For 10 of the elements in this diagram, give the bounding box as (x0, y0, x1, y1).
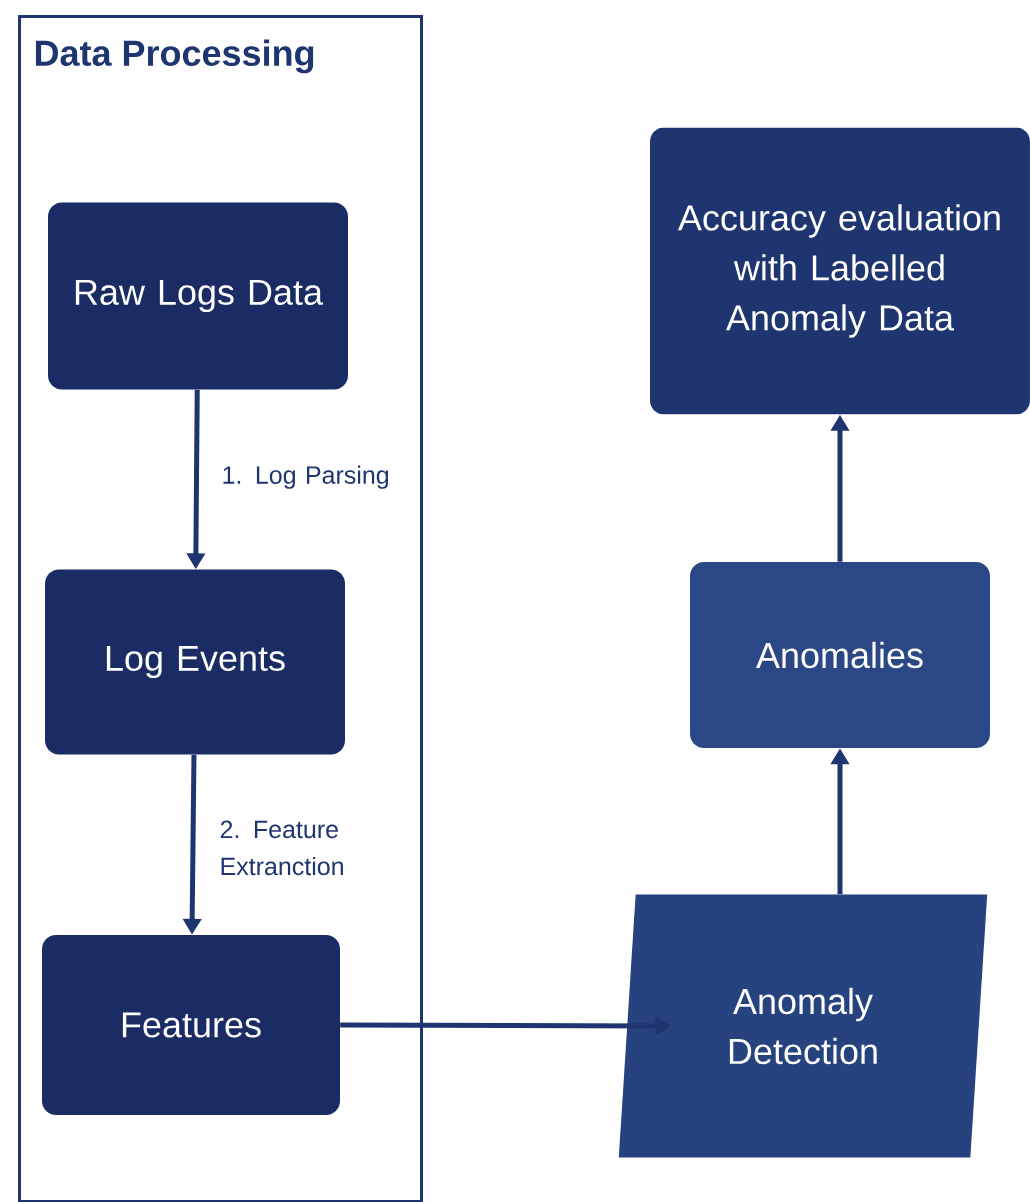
process-box: Raw Logs Data (48, 202, 348, 390)
group-frame (18, 15, 423, 1202)
process-box: Log Events (45, 569, 345, 755)
edge-label: 1. Log Parsing (223, 465, 389, 489)
process-box: Accuracy evaluation with Labelled Anomaly Data (650, 127, 1030, 415)
process-box: Anomalies (690, 562, 990, 748)
data-parallelogram: Anomaly Detection (618, 894, 988, 1158)
edge-label: 2. Feature Extranction (220, 820, 343, 876)
group-title: Data Processing (35, 39, 314, 74)
process-box: Features (42, 935, 340, 1115)
